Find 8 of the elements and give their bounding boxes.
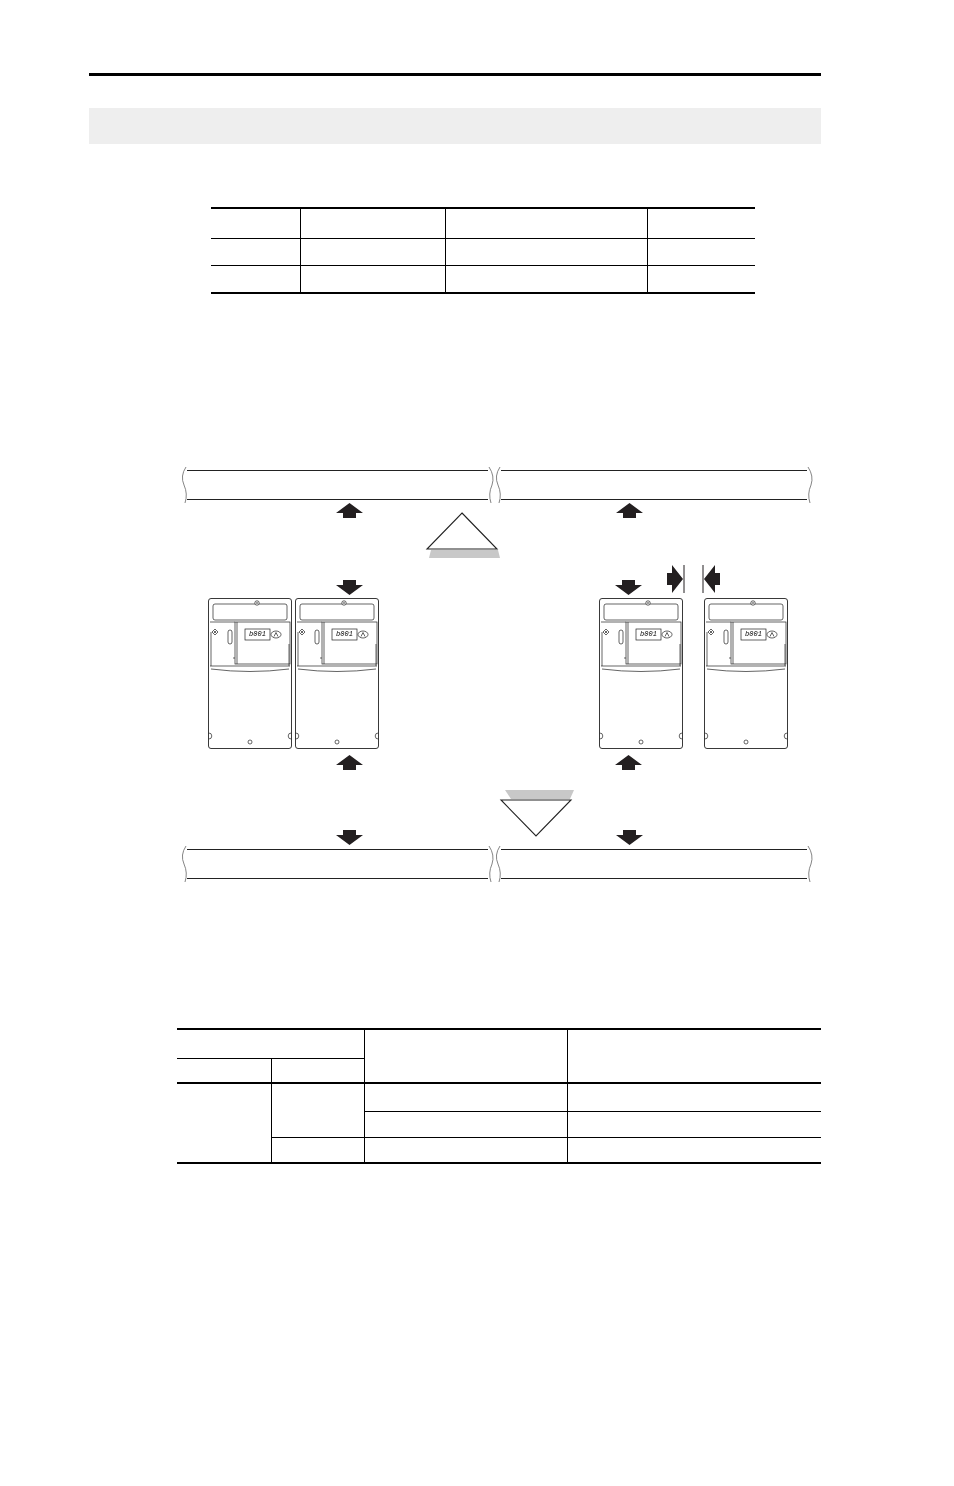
drive-illustration — [208, 598, 292, 749]
band-strip — [181, 845, 496, 883]
drive-illustration — [295, 598, 379, 749]
drive-illustration — [704, 598, 788, 749]
drive-illustration — [599, 598, 683, 749]
band-strip — [495, 845, 815, 883]
band-strip — [495, 466, 815, 504]
band-strip — [181, 466, 496, 504]
